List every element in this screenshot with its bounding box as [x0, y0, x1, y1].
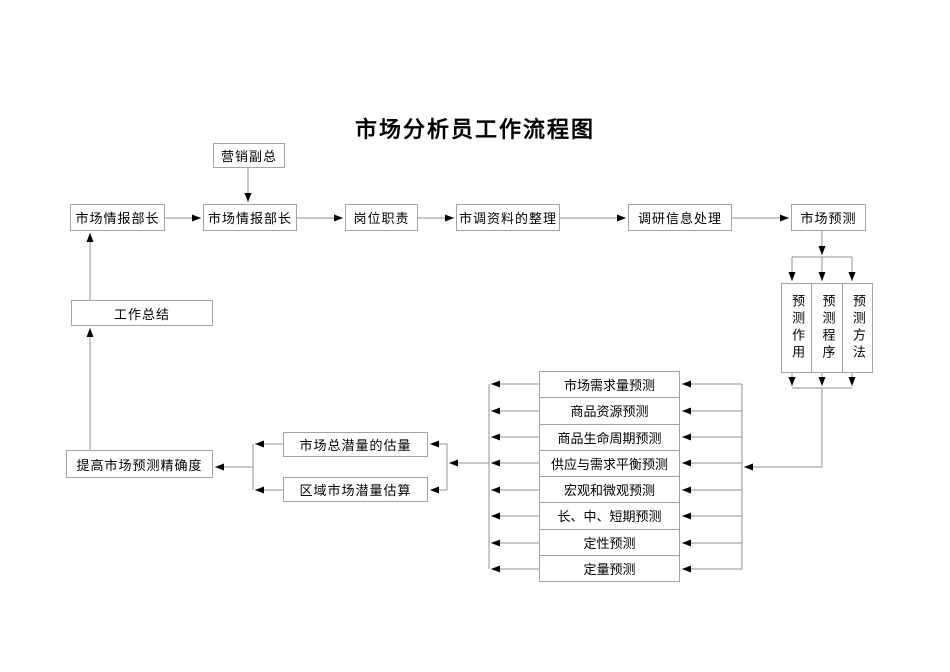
node-intel-chief-1: 市场情报部长	[70, 204, 165, 231]
forecast-type-row: 商品生命周期预测	[540, 423, 679, 450]
node-survey-data-sorting: 市调资料的整理	[456, 204, 560, 231]
forecast-type-row: 商品资源预测	[540, 397, 679, 423]
forecast-type-row: 供应与需求平衡预测	[540, 449, 679, 476]
forecast-type-row: 定量预测	[540, 554, 679, 581]
node-work-summary: 工作总结	[71, 300, 213, 326]
node-marketing-vp: 营销副总	[213, 143, 285, 168]
aspect-forecast-role: 预测作用	[789, 294, 805, 362]
forecast-type-row: 定性预测	[540, 528, 679, 555]
forecast-type-row: 市场需求量预测	[563, 379, 655, 395]
node-improve-accuracy: 提高市场预测精确度	[66, 450, 213, 478]
node-research-info-processing: 调研信息处理	[628, 204, 732, 231]
page-title: 市场分析员工作流程图	[354, 117, 595, 143]
forecast-type-row: 长、中、短期预测	[540, 502, 679, 528]
node-intel-chief-2: 市场情报部长	[203, 204, 297, 231]
node-job-duty: 岗位职责	[345, 204, 418, 231]
node-market-forecast: 市场预测	[791, 204, 866, 231]
forecast-type-row: 宏观和微观预测	[540, 476, 679, 502]
forecast-types-stack: 市场需求量预测 商品资源预测 商品生命周期预测 供应与需求平衡预测 宏观和微观预…	[539, 371, 680, 582]
aspect-forecast-method: 预测方法	[841, 284, 872, 372]
node-total-market-potential: 市场总潜量的估量	[283, 432, 428, 457]
node-regional-market-potential: 区域市场潜量估算	[283, 477, 428, 502]
aspect-forecast-procedure: 预测程序	[811, 284, 841, 372]
forecast-aspects-group: 预测作用 预测程序 预测方法	[781, 283, 873, 373]
